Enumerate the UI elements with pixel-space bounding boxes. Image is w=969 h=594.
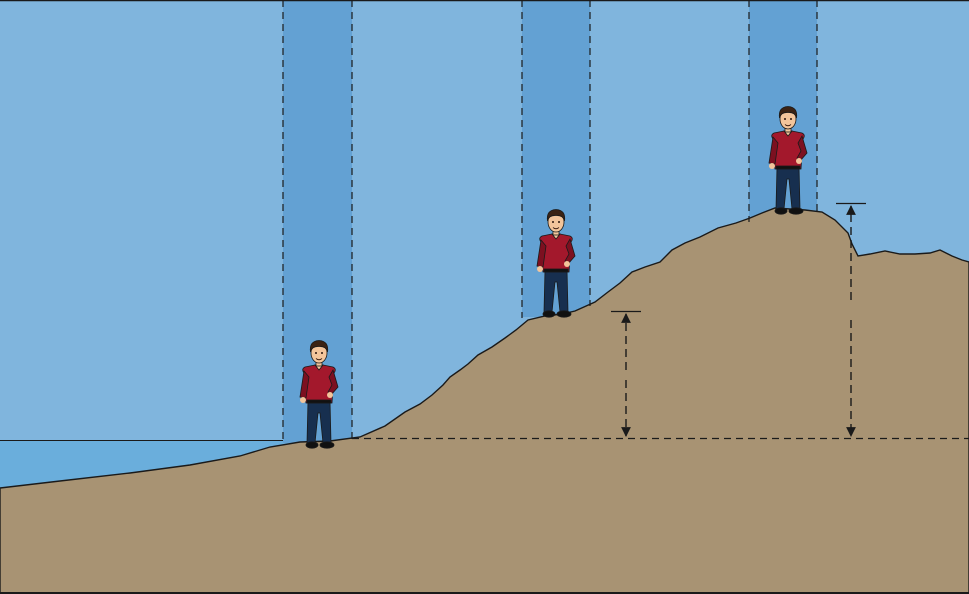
altitude-air-pressure-diagram: [0, 0, 969, 594]
